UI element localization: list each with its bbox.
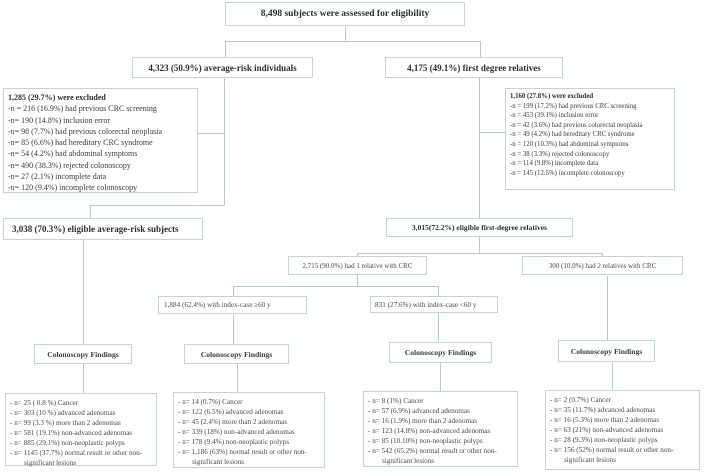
list-item: - n= 2 (0.7%) Cancer bbox=[550, 396, 611, 404]
list-item: -n= 120 (9.4%) incomplete colonoscopy bbox=[8, 183, 138, 193]
connector-line bbox=[612, 362, 613, 390]
list-item: -n= 54 (4.2%) had abdominal symptoms bbox=[8, 149, 138, 159]
findings-list-two-relatives: - n= 2 (0.7%) Cancer - n= 35 (11.7%) adva… bbox=[545, 390, 700, 470]
two-relatives-box: 300 (10.0%) had 2 relatives with CRC bbox=[522, 256, 683, 275]
connector-line bbox=[225, 41, 481, 42]
list-item: -n = 145 (12.5%) incomplete colonoscopy bbox=[510, 169, 625, 177]
colonoscopy-findings-header-lt60: Colonoscopy Findings bbox=[389, 342, 492, 363]
list-item: -n= 85 (6.6%) had hereditary CRC syndrom… bbox=[8, 138, 153, 148]
connector-line bbox=[90, 205, 91, 218]
connector-line bbox=[83, 240, 84, 344]
list-item: - n= 14 (0.7%) Cancer bbox=[178, 398, 243, 406]
connector-line bbox=[237, 364, 238, 392]
one-relative-box: 2,715 (90.0%) had 1 relative with CRC bbox=[288, 256, 427, 275]
excluded-average-risk-items: -n = 216 (16.9%) had previous CRC screen… bbox=[8, 103, 195, 193]
connector-line bbox=[438, 313, 439, 343]
findings-list-average-risk: - n= 25 ( 0.8 %) Cancer - n= 303 (10 %) a… bbox=[5, 393, 157, 467]
excluded-first-degree-title: 1,160 (27.8%) were excluded bbox=[510, 93, 594, 100]
colonoscopy-findings-header-ge60: Colonoscopy Findings bbox=[184, 344, 289, 364]
connector-line bbox=[233, 314, 234, 344]
connector-line bbox=[480, 41, 481, 58]
connector-line bbox=[602, 253, 603, 257]
connector-line bbox=[224, 78, 225, 206]
list-item: - n= 1,186 (63%) normal result or other … bbox=[178, 448, 307, 466]
excluded-first-degree-box: 1,160 (27.8%) were excluded -n = 199 (17… bbox=[505, 88, 675, 190]
list-item: - n= 581 (19.1%) non-advanced adenomas bbox=[10, 429, 133, 437]
list-item: - n= 28 (9.3%) non-neoplastic polyps bbox=[550, 436, 658, 444]
list-item: - n= 178 (9.4%) non-neoplastic polyps bbox=[178, 438, 290, 446]
connector-line bbox=[90, 205, 225, 206]
average-risk-arm-box: 4,323 (50.9%) average-risk individuals bbox=[132, 57, 313, 78]
connector-line bbox=[83, 364, 84, 393]
list-item: - n= 16 (1.9%) more than 2 adenomas bbox=[368, 417, 478, 425]
connector-line bbox=[233, 286, 234, 296]
connector-line bbox=[357, 275, 358, 287]
connector-line bbox=[479, 237, 480, 254]
connector-line bbox=[233, 286, 438, 287]
connector-line bbox=[440, 363, 441, 391]
first-degree-relatives-arm-box: 4,175 (49.1%) first degree relatives bbox=[385, 57, 563, 78]
list-item: -n= 98 (7.7%) had previous colorectal ne… bbox=[8, 126, 163, 136]
list-item: -n = 42 (3.6%) had previous colorectal n… bbox=[510, 121, 643, 129]
list-item: -n= 490 (38.3%) rejected colonoscopy bbox=[8, 160, 131, 170]
index-case-lt60-box: 831 (27.6%) with index-case <60 y bbox=[370, 296, 498, 313]
list-item: - n= 85 (10.10%) non-neoplastic polyps bbox=[368, 437, 483, 445]
list-item: -n = 453 (39.1%) inclusion error bbox=[510, 112, 599, 120]
list-item: - n= 35 (11.7%) advanced adenomas bbox=[550, 406, 656, 414]
findings-list-lt60: - n= 8 (1%) Cancer - n= 57 (6.9%) advance… bbox=[363, 391, 518, 467]
list-item: - n= 339 (18%) non-advanced adenomas bbox=[178, 428, 295, 436]
list-item: - n= 25 ( 0.8 %) Cancer bbox=[10, 399, 79, 407]
list-item: - n= 303 (10 %) advanced adenomas bbox=[10, 409, 116, 417]
list-item: -n = 114 (9.8%) incomplete data bbox=[510, 160, 599, 168]
list-item: - n= 156 (52%) normal result or other no… bbox=[550, 446, 674, 464]
list-item: -n = 49 (4.2%) had hereditary CRC syndro… bbox=[510, 131, 635, 139]
findings-list-ge60: - n= 14 (0.7%) Cancer - n= 122 (6.5%) adv… bbox=[173, 392, 325, 468]
connector-line bbox=[479, 78, 480, 218]
index-case-ge60-box: 1,884 (62.4%) with index-case ≥60 y bbox=[158, 296, 307, 314]
list-item: - n= 123 (14.8%) non-advanced adenomas bbox=[368, 427, 491, 435]
list-item: -n = 38 (3.3%) rejected colonoscopy bbox=[510, 150, 610, 158]
list-item: - n= 542 (65.2%) normal result or other … bbox=[368, 447, 497, 465]
connector-line bbox=[479, 132, 505, 133]
list-item: -n = 216 (16.9%) had previous CRC screen… bbox=[8, 104, 157, 114]
list-item: -n= 27 (2.1%) incomplete data bbox=[8, 172, 107, 182]
connector-line bbox=[198, 133, 224, 134]
connector-line bbox=[438, 286, 439, 296]
list-item: - n= 122 (6.5%) advanced adenomas bbox=[178, 408, 284, 416]
eligible-average-risk-box: 3,038 (70.3%) eligible average-risk subj… bbox=[3, 218, 203, 240]
list-item: -n= 190 (14.8%) inclusion error bbox=[8, 115, 111, 125]
connector-line bbox=[607, 276, 608, 340]
list-item: - n= 1145 (37.7%) normal result or other… bbox=[10, 449, 143, 467]
colonoscopy-findings-header-two-relatives: Colonoscopy Findings bbox=[558, 340, 655, 362]
connector-line bbox=[357, 253, 358, 257]
list-item: - n= 99 (3.3 %) more than 2 adenomas bbox=[10, 419, 121, 427]
connector-line bbox=[225, 41, 226, 58]
list-item: - n= 885 (29.1%) non-neoplastic polyps bbox=[10, 439, 125, 447]
list-item: - n= 63 (21%) non-advanced adenomas bbox=[550, 426, 664, 434]
list-item: - n= 57 (6.9%) advanced adenomas bbox=[368, 407, 470, 415]
list-item: -n = 199 (17.2%) had previous CRC screen… bbox=[510, 102, 637, 110]
excluded-average-risk-box: 1,285 (29.7%) were excluded -n = 216 (16… bbox=[3, 88, 198, 193]
list-item: - n= 45 (2.4%) more than 2 adenomas bbox=[178, 418, 288, 426]
list-item: -n = 120 (10.3%) had abdominal symptoms bbox=[510, 140, 629, 148]
eligible-first-degree-box: 3,015(72.2%) eligible first-degree relat… bbox=[386, 218, 573, 237]
list-item: - n= 8 (1%) Cancer bbox=[368, 397, 424, 405]
list-item: - n= 16 (5.3%) more than 2 adenomas bbox=[550, 416, 660, 424]
excluded-first-degree-items: -n = 199 (17.2%) had previous CRC screen… bbox=[510, 102, 672, 179]
connector-line bbox=[357, 253, 602, 254]
colonoscopy-findings-header-average-risk: Colonoscopy Findings bbox=[34, 344, 132, 364]
assessed-eligibility-box: 8,498 subjects were assessed for eligibi… bbox=[225, 2, 465, 26]
excluded-average-risk-title: 1,285 (29.7%) were excluded bbox=[8, 93, 106, 102]
connector-line bbox=[345, 26, 346, 41]
